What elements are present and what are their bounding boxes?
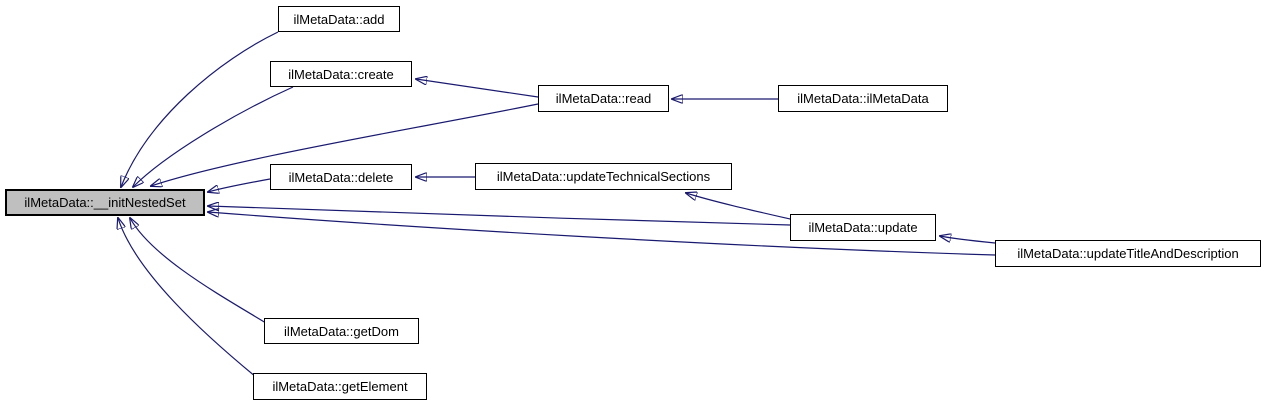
edge-getElement-to-initNestedSet bbox=[118, 218, 257, 378]
node-getDom[interactable]: ilMetaData::getDom bbox=[264, 318, 419, 344]
node-updateTitleAndDescription[interactable]: ilMetaData::updateTitleAndDescription bbox=[995, 240, 1261, 267]
node-initNestedSet: ilMetaData::__initNestedSet bbox=[5, 189, 205, 216]
node-create[interactable]: ilMetaData::create bbox=[270, 61, 412, 87]
node-read[interactable]: ilMetaData::read bbox=[538, 85, 669, 112]
node-updateTechnicalSections[interactable]: ilMetaData::updateTechnicalSections bbox=[475, 163, 732, 190]
node-add[interactable]: ilMetaData::add bbox=[278, 6, 400, 32]
node-delete[interactable]: ilMetaData::delete bbox=[270, 164, 412, 190]
edge-getDom-to-initNestedSet bbox=[130, 218, 267, 324]
edge-add-to-initNestedSet bbox=[121, 31, 279, 187]
edge-read-to-create bbox=[416, 79, 539, 98]
edge-updateTitleAndDescription-to-update bbox=[940, 236, 996, 244]
edge-read-to-initNestedSet bbox=[151, 103, 539, 186]
node-update[interactable]: ilMetaData::update bbox=[790, 214, 936, 241]
edge-create-to-initNestedSet bbox=[133, 86, 294, 187]
edge-delete-to-initNestedSet bbox=[208, 178, 271, 192]
edge-update-to-initNestedSet bbox=[208, 206, 791, 226]
edge-update-to-updateTechnicalSections bbox=[686, 193, 791, 220]
node-getElement[interactable]: ilMetaData::getElement bbox=[253, 373, 427, 400]
node-ilMetaData[interactable]: ilMetaData::ilMetaData bbox=[778, 85, 948, 112]
edge-updateTitleAndDescription-to-initNestedSet bbox=[208, 212, 996, 256]
